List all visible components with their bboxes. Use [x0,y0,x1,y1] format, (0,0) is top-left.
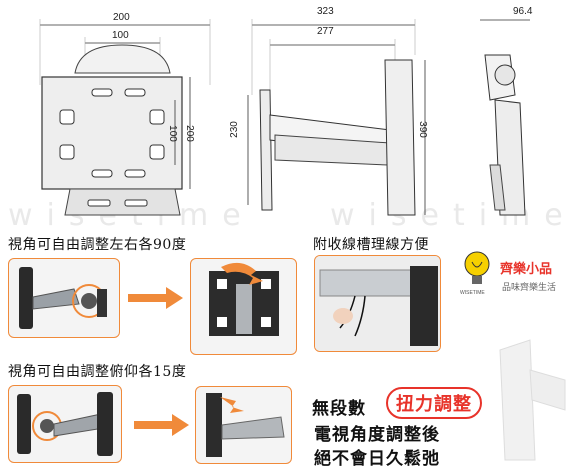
bulb-logo-icon [464,251,490,284]
photo-tilt-plate [195,386,292,464]
dim-arm-inner: 277 [317,26,334,37]
photo-swivel-plate [190,258,297,355]
slogan-line3: 絕不會日久鬆弛 [314,449,440,469]
arrow-right-icon [128,287,183,309]
photo-tilt-arm [8,385,122,463]
dim-plate-height: 200 [183,125,195,142]
dim-plate-inner-h: 100 [166,125,178,142]
brand-name: 齊樂小品 [500,262,553,277]
photo-cable-channel [314,255,441,352]
slogan-line1-highlight: 扭力調整 [396,394,472,415]
brand-logo-text: WISETIME [460,290,485,296]
dim-arm-total: 323 [317,6,334,17]
dim-plate-width: 200 [113,12,130,23]
slogan-line2: 電視角度調整後 [314,425,440,445]
caption-cable: 附收線槽理線方便 [313,237,429,253]
caption-swivel: 視角可自由調整左右各90度 [8,237,187,253]
side-arm-drawing [247,19,426,216]
arrow-right-icon-2 [134,414,189,436]
slogan-line1-prefix: 無段數 [312,399,366,419]
dim-arm-side: 390 [416,121,428,138]
dim-arm-height: 230 [228,121,240,138]
depth-view-drawing [480,19,530,216]
front-plate-drawing [39,19,211,216]
dim-plate-inner: 100 [112,30,129,41]
dim-depth: 96.4 [513,6,533,17]
photo-swivel-arm [8,258,120,338]
brand-tagline: 品味齊樂生活 [502,283,557,293]
caption-tilt: 視角可自由調整俯仰各15度 [8,364,187,380]
slogan-highlight-badge: 扭力調整 [386,387,482,419]
faint-product-illustration [499,339,566,461]
